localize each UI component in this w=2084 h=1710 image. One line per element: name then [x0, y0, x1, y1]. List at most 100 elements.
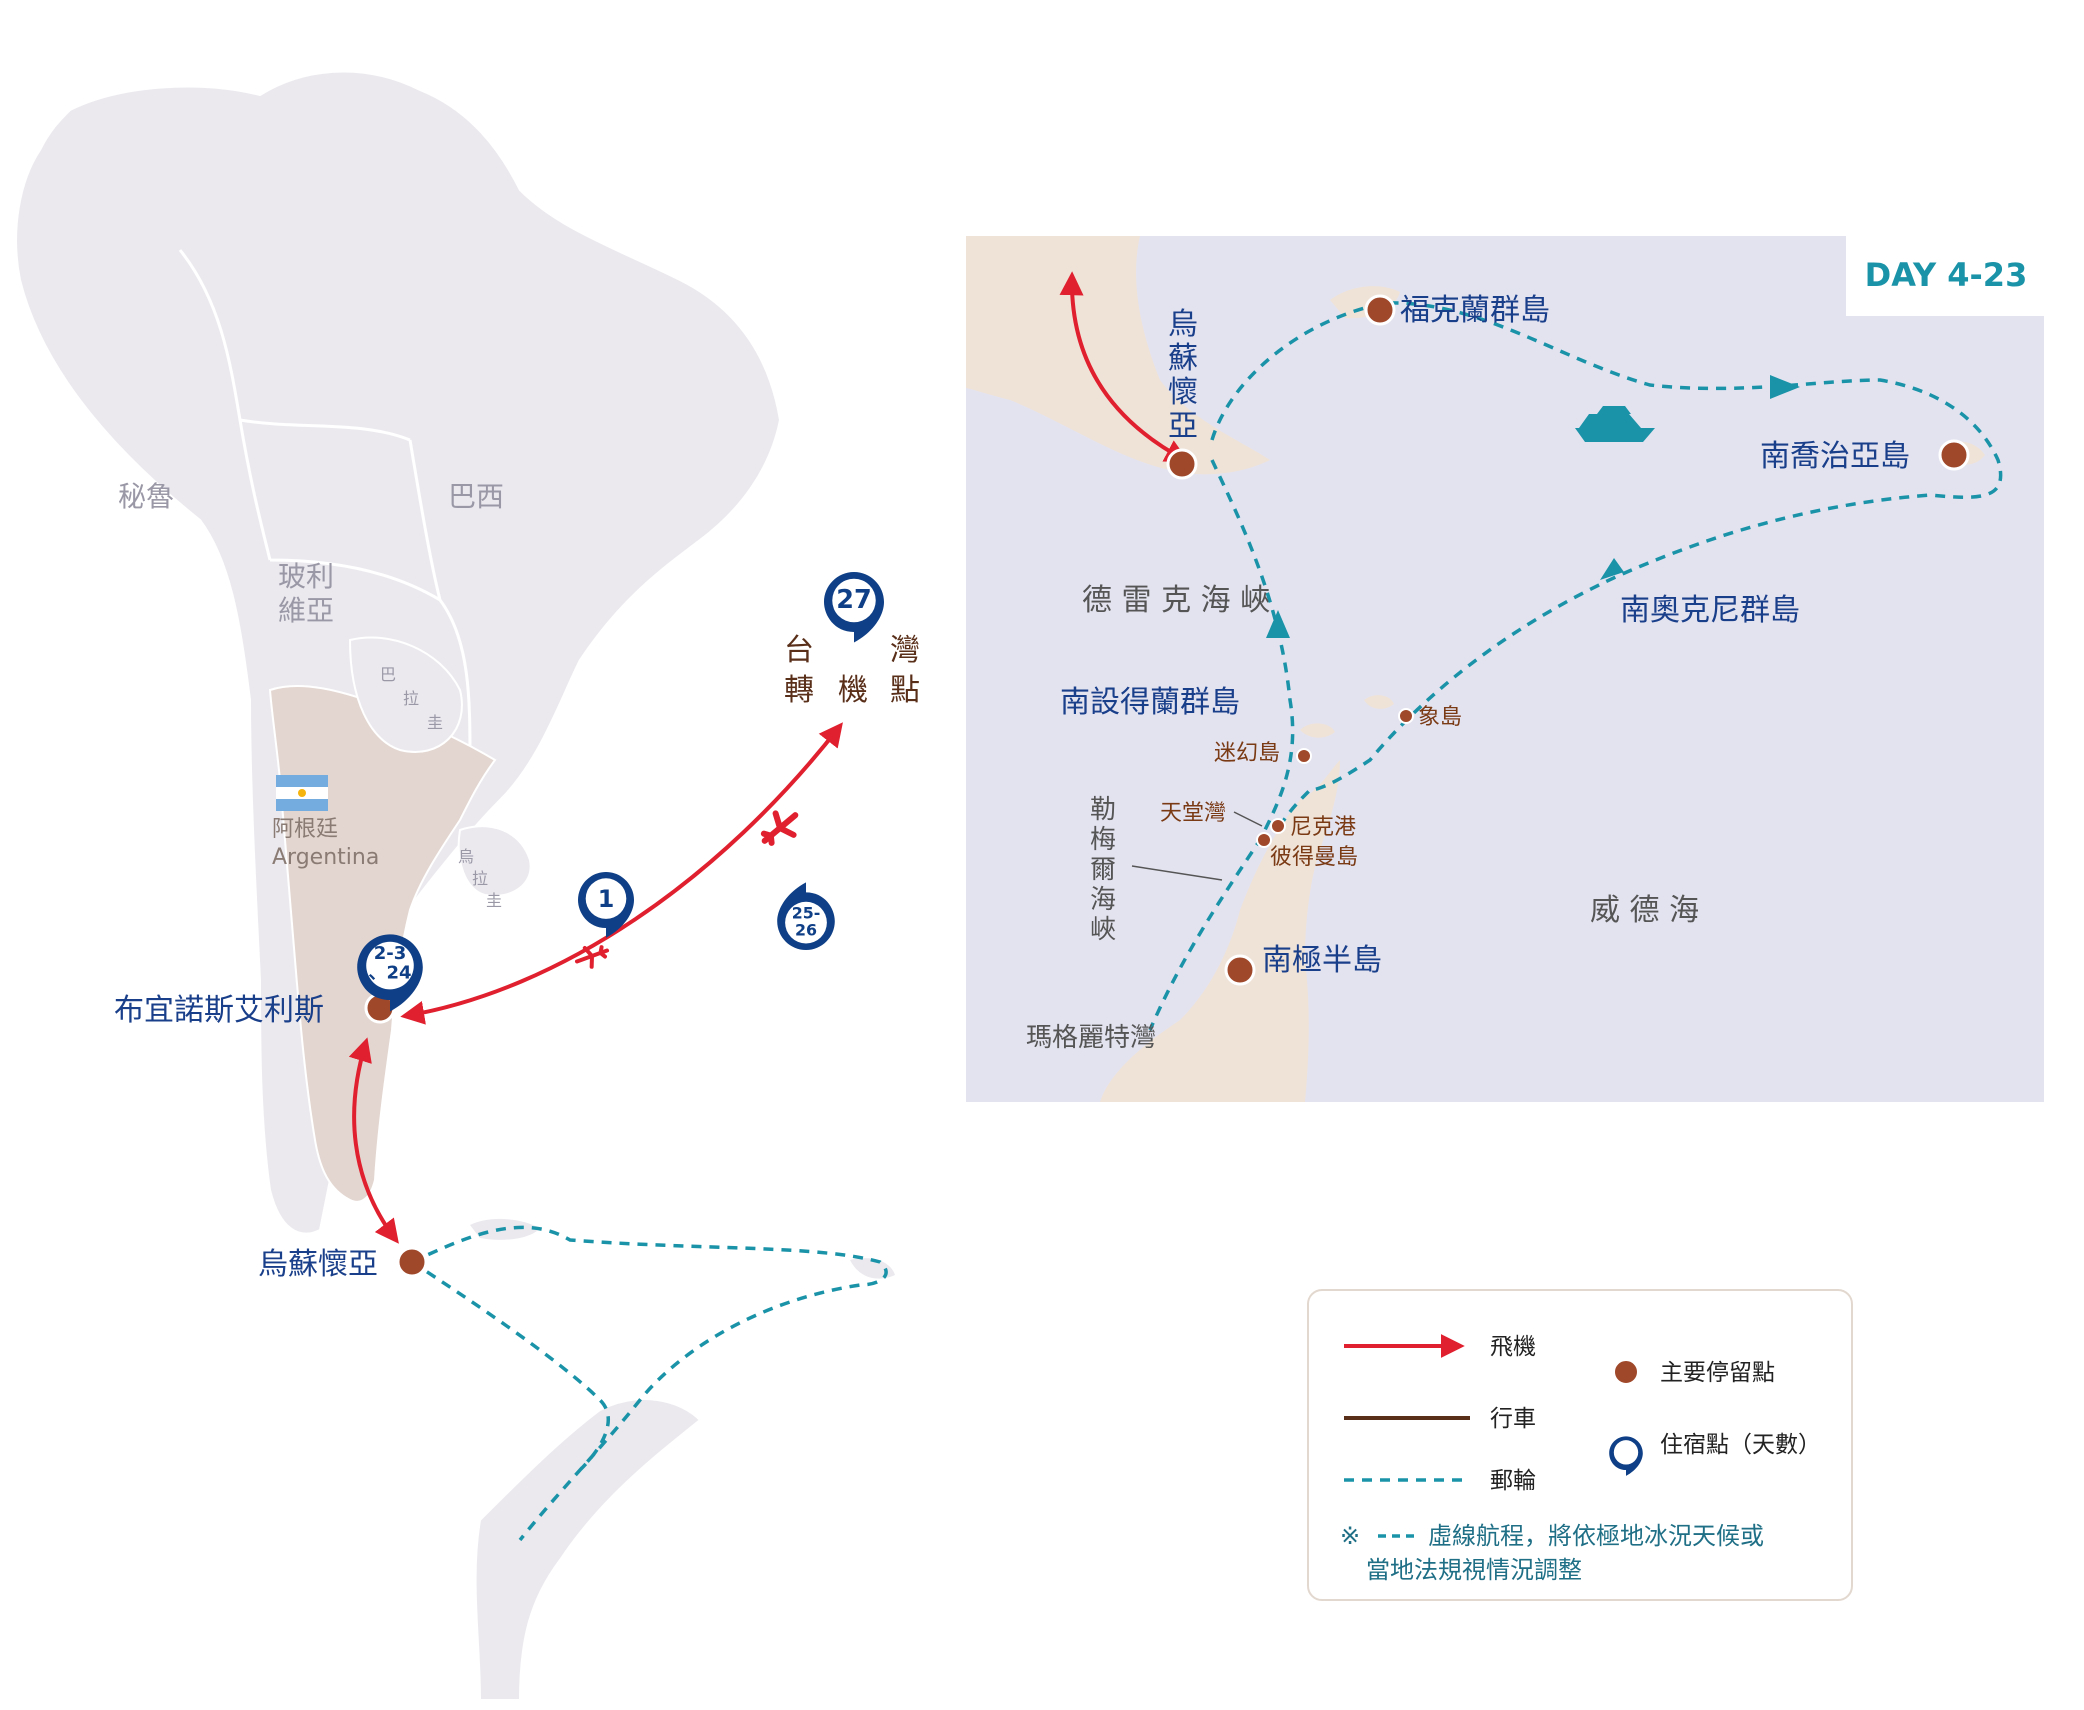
label-uruguay-1: 烏: [458, 847, 474, 866]
legend-stop-icon: [1613, 1359, 1639, 1385]
south-georgia-shape: [850, 1258, 895, 1279]
inset-south-georgia-label: 南喬治亞島: [1760, 439, 1910, 474]
inset-deception-label: 迷幻島: [1214, 741, 1280, 766]
label-paraguay-3: 圭: [427, 713, 443, 732]
label-bolivia-2: 維亞: [278, 594, 334, 627]
inset-south-orkney-label: 南奧克尼群島: [1620, 593, 1800, 628]
pin-ba-day-2: 、24: [368, 963, 411, 984]
label-paraguay-2: 拉: [403, 689, 419, 708]
label-argentina-en: Argentina: [272, 845, 379, 870]
pin-taiwan-day: 27: [836, 585, 872, 615]
label-peru: 秘魯: [118, 480, 174, 513]
label-brazil: 巴西: [448, 480, 504, 513]
leader-line: [1131, 865, 1223, 881]
inset-elephant-shape: [1364, 695, 1394, 709]
inset-falklands-label: 福克蘭群島: [1400, 293, 1550, 328]
pin-return-day-1: 25-: [792, 903, 821, 922]
inset-stop-falklands: [1364, 294, 1396, 326]
inset-ushuaia-4: 亞: [1168, 409, 1198, 444]
pin-outbound: 1: [578, 872, 634, 938]
inset-lemaire-2: 梅: [1090, 825, 1116, 855]
leader-line: [1233, 811, 1263, 827]
inset-ushuaia-1: 烏: [1168, 307, 1198, 342]
inset-stop-petermann: [1256, 832, 1272, 848]
cruise-arrow-icon: [1770, 375, 1800, 399]
legend-lodging-label: 住宿點（天數）: [1660, 1432, 1821, 1458]
pin-taiwan: 27: [824, 572, 884, 643]
ship-icon: [1575, 406, 1655, 442]
inset-petermann-label: 彼得曼島: [1270, 845, 1358, 870]
inset-stop-neko: [1270, 818, 1286, 834]
pin-return-day-2: 26: [795, 921, 817, 940]
country-borders: [178, 249, 472, 761]
inset-south-shetland-shape: [1300, 723, 1335, 738]
inset-lemaire-3: 爾: [1090, 855, 1116, 885]
label-ushuaia: 烏蘇懷亞: [258, 1247, 378, 1282]
legend-box: [1307, 1289, 1853, 1601]
inset-flight-route: [1059, 271, 1190, 463]
flight-ba-ushuaia: [348, 1037, 399, 1244]
antarctic-peninsula-shape: [474, 1398, 702, 1701]
inset-elephant-label: 象島: [1418, 705, 1462, 730]
label-taiwan-c2: 灣: [890, 633, 920, 668]
south-america-continent: [15, 70, 895, 1701]
pin-buenos-aires: 2-3 、24: [357, 934, 423, 1012]
legend-note-line2: 當地法規視情況調整: [1366, 1556, 1582, 1584]
inset-title: DAY 4-23: [1865, 256, 2028, 294]
inset-lemaire-1: 勒: [1090, 795, 1116, 825]
label-argentina-zh: 阿根廷: [272, 817, 338, 842]
inset-marguerite-label: 瑪格麗特灣: [1026, 1023, 1156, 1053]
inset-lemaire-5: 峽: [1090, 915, 1116, 945]
inset-stop-ushuaia: [1166, 448, 1198, 480]
stop-ushuaia: [396, 1246, 428, 1278]
label-uruguay-2: 拉: [472, 869, 488, 888]
inset-map: DAY 4-23: [966, 236, 2044, 1102]
flight-ba-taiwan: [400, 722, 843, 1025]
label-bolivia-1: 玻利: [278, 560, 334, 593]
inset-antarctic-peninsula-label: 南極半島: [1262, 943, 1382, 978]
inset-stop-antarctic-peninsula: [1224, 954, 1256, 986]
label-taiwan-c5: 點: [890, 673, 920, 708]
cruise-route-main: [411, 1225, 888, 1542]
pin-return: 25- 26: [777, 882, 835, 950]
inset-ushuaia-3: 懷: [1168, 375, 1198, 410]
inset-ushuaia-2: 蘇: [1168, 341, 1198, 376]
inset-south-shetland-label: 南設得蘭群島: [1060, 685, 1240, 720]
legend-cruise-label: 郵輪: [1490, 1468, 1536, 1494]
label-taiwan-c4: 機: [838, 673, 868, 708]
plane-icon: [760, 810, 799, 846]
inset-title-tab: [1846, 236, 2044, 316]
inset-antarctic-peninsula-shape: [1100, 760, 1340, 1102]
flight-routes-main: [348, 722, 843, 1244]
label-taiwan-c3: 轉: [784, 673, 814, 708]
pin-ba-day-1: 2-3: [374, 943, 407, 964]
inset-lemaire-4: 海: [1090, 885, 1116, 915]
label-taiwan-transit: 台 灣 轉 機 點: [784, 633, 920, 708]
legend-flight-label: 飛機: [1490, 1334, 1536, 1360]
inset-labels-gray: 德 雷 克 海 峽 威 德 海 勒 梅 爾 海 峽 瑪格麗特灣: [1026, 583, 1699, 1053]
inset-drake-label: 德 雷 克 海 峽: [1082, 583, 1270, 618]
inset-weddell-label: 威 德 海: [1590, 893, 1699, 928]
inset-neko-label: 尼克港: [1290, 815, 1356, 840]
legend: 飛機 行車 郵輪 主要停留點 住宿點（天數） ※ 虛線航程，將依極地冰況天候或 …: [1307, 1289, 1853, 1601]
plane-icon: [574, 945, 610, 969]
pin-outbound-day: 1: [598, 885, 615, 913]
inset-cruise-route: [1148, 301, 2003, 1031]
label-uruguay-3: 圭: [486, 891, 502, 910]
legend-note-line1: 虛線航程，將依極地冰況天候或: [1428, 1522, 1764, 1550]
cruise-arrow-icon: [1600, 558, 1624, 580]
legend-drive-label: 行車: [1490, 1406, 1536, 1432]
inset-stop-south-georgia: [1938, 439, 1970, 471]
label-buenos-aires: 布宜諾斯艾利斯: [114, 993, 324, 1028]
inset-paradise-label: 天堂灣: [1160, 801, 1226, 826]
inset-labels-brown: 象島 迷幻島 天堂灣 尼克港 彼得曼島: [1160, 705, 1462, 870]
label-taiwan-c1: 台: [784, 633, 814, 668]
legend-note-mark: ※: [1340, 1522, 1360, 1550]
inset-stop-elephant: [1398, 708, 1414, 724]
cruise-arrow-icon: [1266, 610, 1290, 638]
legend-stop-label: 主要停留點: [1660, 1360, 1775, 1386]
inset-stop-deception: [1296, 748, 1312, 764]
inset-labels-blue: 烏 蘇 懷 亞 福克蘭群島 南喬治亞島 南奧克尼群島 南設得蘭群島 南極半島: [1060, 293, 1910, 978]
label-paraguay-1: 巴: [380, 665, 396, 684]
